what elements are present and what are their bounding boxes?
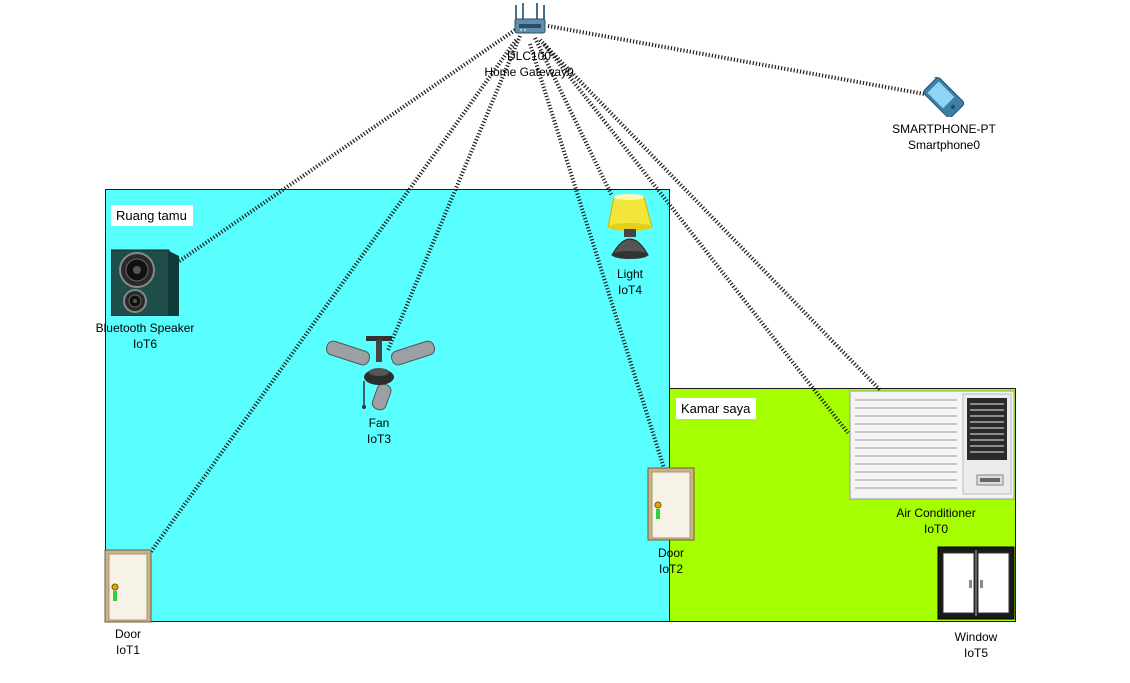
device-model: DLC100 <box>506 49 552 63</box>
fan-label: Fan IoT3 <box>367 415 391 447</box>
speaker-label: Bluetooth Speaker IoT6 <box>96 320 195 352</box>
smartphone[interactable] <box>915 72 971 119</box>
light[interactable] <box>600 193 658 263</box>
device-name: Home Gateway0 <box>484 65 574 79</box>
device-name: IoT0 <box>923 522 948 536</box>
door-iot1[interactable] <box>104 549 152 623</box>
device-model: SMARTPHONE-PT <box>892 122 996 136</box>
home-gateway[interactable] <box>512 2 548 44</box>
wireless-link-speaker <box>176 28 517 264</box>
device-name: IoT6 <box>132 337 157 351</box>
room-label: Ruang tamu <box>111 205 193 226</box>
wireless-link-light <box>533 37 614 197</box>
air-conditioner[interactable] <box>849 390 1015 500</box>
door-icon <box>104 549 152 623</box>
lamp-icon <box>607 194 653 259</box>
ac-label: Air Conditioner IoT0 <box>896 505 975 537</box>
wireless-link-door1 <box>148 38 518 555</box>
gateway-label: DLC100 Home Gateway0 <box>484 48 573 80</box>
speaker-icon <box>110 249 179 317</box>
device-model: Door <box>114 627 142 641</box>
smartphone-icon <box>923 72 965 119</box>
door-iot2[interactable] <box>647 467 695 541</box>
wireless-link-smartphone <box>547 24 931 97</box>
device-name: IoT5 <box>963 646 988 660</box>
device-name: IoT1 <box>115 643 141 657</box>
wireless-link-window <box>542 42 850 435</box>
device-name: IoT3 <box>366 432 392 446</box>
door-icon <box>647 467 695 541</box>
device-model: Air Conditioner <box>896 506 976 520</box>
device-model: Window <box>954 630 998 644</box>
home-gateway-icon <box>514 3 546 34</box>
wireless-link-ac <box>538 38 882 392</box>
device-model: Light <box>616 267 644 281</box>
device-model: Fan <box>368 416 390 430</box>
device-name: IoT2 <box>658 562 684 576</box>
device-name: IoT4 <box>617 283 642 297</box>
ceiling-fan-icon <box>325 336 436 411</box>
window-iot5[interactable] <box>937 546 1015 620</box>
smartphone-label: SMARTPHONE-PT Smartphone0 <box>892 121 996 153</box>
air-conditioner-icon <box>849 390 1015 500</box>
fan[interactable] <box>323 336 437 414</box>
room-label: Kamar saya <box>676 398 757 419</box>
bluetooth-speaker[interactable] <box>110 248 179 317</box>
device-name: Smartphone0 <box>907 138 981 152</box>
window-label: Window IoT5 <box>955 629 998 661</box>
light-label: Light IoT4 <box>617 266 643 298</box>
wireless-link-fan <box>386 35 522 351</box>
door1-label: Door IoT1 <box>115 626 141 658</box>
wireless-link-door2 <box>528 43 666 469</box>
window-icon <box>937 546 1015 620</box>
room-ruang-tamu[interactable]: Ruang tamu <box>105 189 670 622</box>
device-model: Bluetooth Speaker <box>95 321 195 335</box>
device-model: Door <box>657 546 685 560</box>
door2-label: Door IoT2 <box>658 545 684 577</box>
